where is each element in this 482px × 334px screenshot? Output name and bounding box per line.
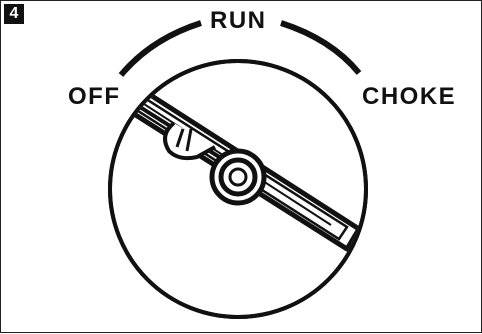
knob-center-hub-icon <box>209 148 267 206</box>
lever-slot-icon <box>163 121 216 161</box>
position-label-run: RUN <box>210 7 267 34</box>
step-number-badge: 4 <box>4 4 24 24</box>
position-label-off: OFF <box>68 83 121 110</box>
position-label-choke: CHOKE <box>362 83 457 110</box>
position-arc-right <box>280 20 362 75</box>
position-arc-left <box>118 20 202 77</box>
